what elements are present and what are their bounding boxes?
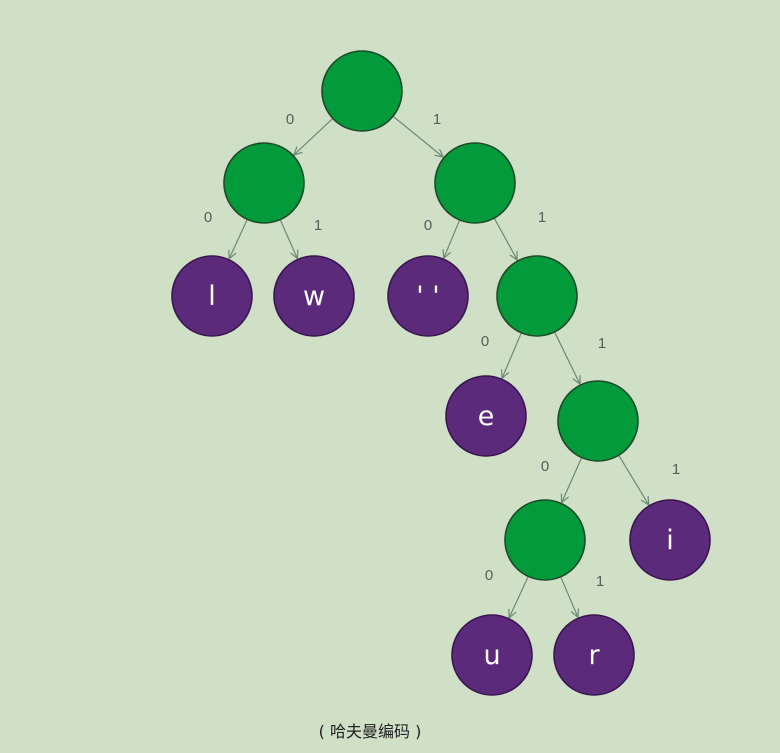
leaf-circle bbox=[451, 614, 533, 696]
edge-label: 1 bbox=[596, 573, 604, 590]
edge-label: 0 bbox=[424, 217, 432, 234]
leaf-node-leaf-e: e bbox=[445, 375, 527, 457]
edge-n0-leaf-w bbox=[279, 219, 297, 259]
internal-node-n1110 bbox=[504, 499, 586, 581]
leaf-label: i bbox=[666, 525, 674, 556]
edge-label: 1 bbox=[672, 461, 680, 478]
internal-circle bbox=[504, 499, 586, 581]
internal-node-root bbox=[321, 50, 403, 132]
internal-node-n1 bbox=[434, 142, 516, 224]
edge-n11-n111 bbox=[554, 331, 580, 384]
leaf-circle bbox=[553, 614, 635, 696]
leaf-node-leaf-w: w bbox=[273, 255, 355, 337]
edges-layer: 0 1 0 1 0 1 0 1 0 1 0 1 bbox=[204, 111, 680, 618]
leaf-circle bbox=[171, 255, 253, 337]
edge-n1110-leaf-r bbox=[560, 576, 578, 617]
leaf-label: u bbox=[483, 640, 500, 671]
leaf-label: w bbox=[303, 281, 325, 312]
internal-circle bbox=[223, 142, 305, 224]
edge-n111-leaf-i bbox=[618, 454, 649, 505]
edge-n1-n11 bbox=[493, 217, 517, 260]
edge-label: 0 bbox=[481, 333, 489, 350]
edge-n11-leaf-e bbox=[502, 332, 522, 378]
leaf-node-leaf-l: l bbox=[171, 255, 253, 337]
edge-label: 1 bbox=[314, 217, 322, 234]
edge-label: 1 bbox=[433, 111, 441, 128]
leaf-circle bbox=[629, 499, 711, 581]
leaf-node-leaf-space: ' ' bbox=[387, 255, 469, 337]
leaf-node-leaf-i: i bbox=[629, 499, 711, 581]
internal-circle bbox=[557, 380, 639, 462]
internal-circle bbox=[321, 50, 403, 132]
leaf-circle bbox=[273, 255, 355, 337]
internal-node-n111 bbox=[557, 380, 639, 462]
edge-n1-leaf-space bbox=[444, 219, 461, 258]
leaf-label: l bbox=[208, 281, 216, 312]
huffman-tree: 0 1 0 1 0 1 0 1 0 1 0 1 l w ' ' e i u r bbox=[171, 50, 711, 696]
internal-circle bbox=[496, 255, 578, 337]
edge-n111-n1110 bbox=[562, 457, 583, 503]
edge-n0-leaf-l bbox=[229, 219, 248, 258]
edge-label: 0 bbox=[204, 209, 212, 226]
leaf-node-leaf-r: r bbox=[553, 614, 635, 696]
leaf-node-leaf-u: u bbox=[451, 614, 533, 696]
edge-label: 0 bbox=[286, 111, 294, 128]
edge-label: 1 bbox=[538, 209, 546, 226]
edge-label: 0 bbox=[541, 458, 549, 475]
edge-label: 1 bbox=[598, 335, 606, 352]
leaf-label: e bbox=[478, 401, 495, 432]
leaf-label: r bbox=[588, 640, 600, 671]
internal-node-n11 bbox=[496, 255, 578, 337]
nodes-layer: l w ' ' e i u r bbox=[171, 50, 711, 696]
edge-label: 0 bbox=[485, 567, 493, 584]
edge-n1110-leaf-u bbox=[509, 576, 529, 617]
internal-node-n0 bbox=[223, 142, 305, 224]
leaf-label: ' ' bbox=[416, 281, 439, 312]
caption: ( 哈夫曼编码 ) bbox=[318, 722, 422, 741]
internal-circle bbox=[434, 142, 516, 224]
edge-root-n0 bbox=[294, 117, 334, 155]
leaf-circle bbox=[445, 375, 527, 457]
edge-root-n1 bbox=[392, 115, 443, 157]
leaf-circle bbox=[387, 255, 469, 337]
